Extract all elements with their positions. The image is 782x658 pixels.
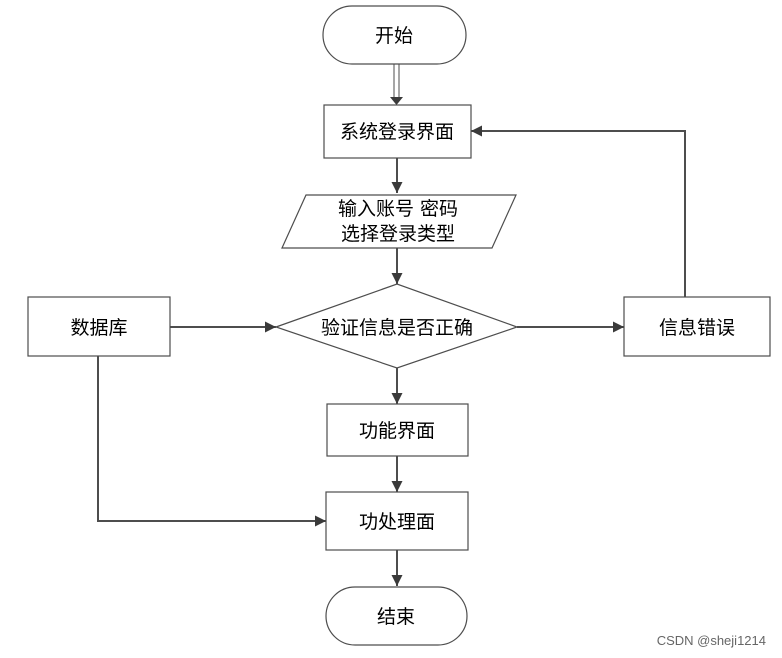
login-box: [323, 104, 472, 159]
start-label: 开始: [375, 25, 413, 47]
process-label: 功处理面: [359, 511, 435, 533]
verify-decision: [274, 283, 519, 369]
login-label: 系统登录界面: [340, 121, 454, 143]
function-ui-label: 功能界面: [359, 420, 435, 442]
start-terminator: [322, 5, 467, 65]
verify-label: 验证信息是否正确: [321, 317, 473, 339]
connector-error-login: [471, 125, 686, 297]
error-label: 信息错误: [659, 317, 735, 339]
input-label-line1: 输入账号 密码: [338, 198, 458, 220]
end-label: 结束: [377, 606, 415, 628]
function-ui-box: [326, 403, 469, 457]
input-label-line2: 选择登录类型: [341, 223, 455, 245]
process-box: [325, 491, 469, 551]
input-parallelogram: [281, 194, 517, 249]
end-terminator: [325, 586, 468, 646]
arrow-start-login: [390, 97, 403, 105]
connector-database-process: [97, 356, 326, 527]
database-box: [27, 296, 171, 357]
watermark: CSDN @sheji1214: [657, 633, 766, 648]
database-label: 数据库: [70, 317, 127, 339]
error-box: [623, 296, 771, 357]
